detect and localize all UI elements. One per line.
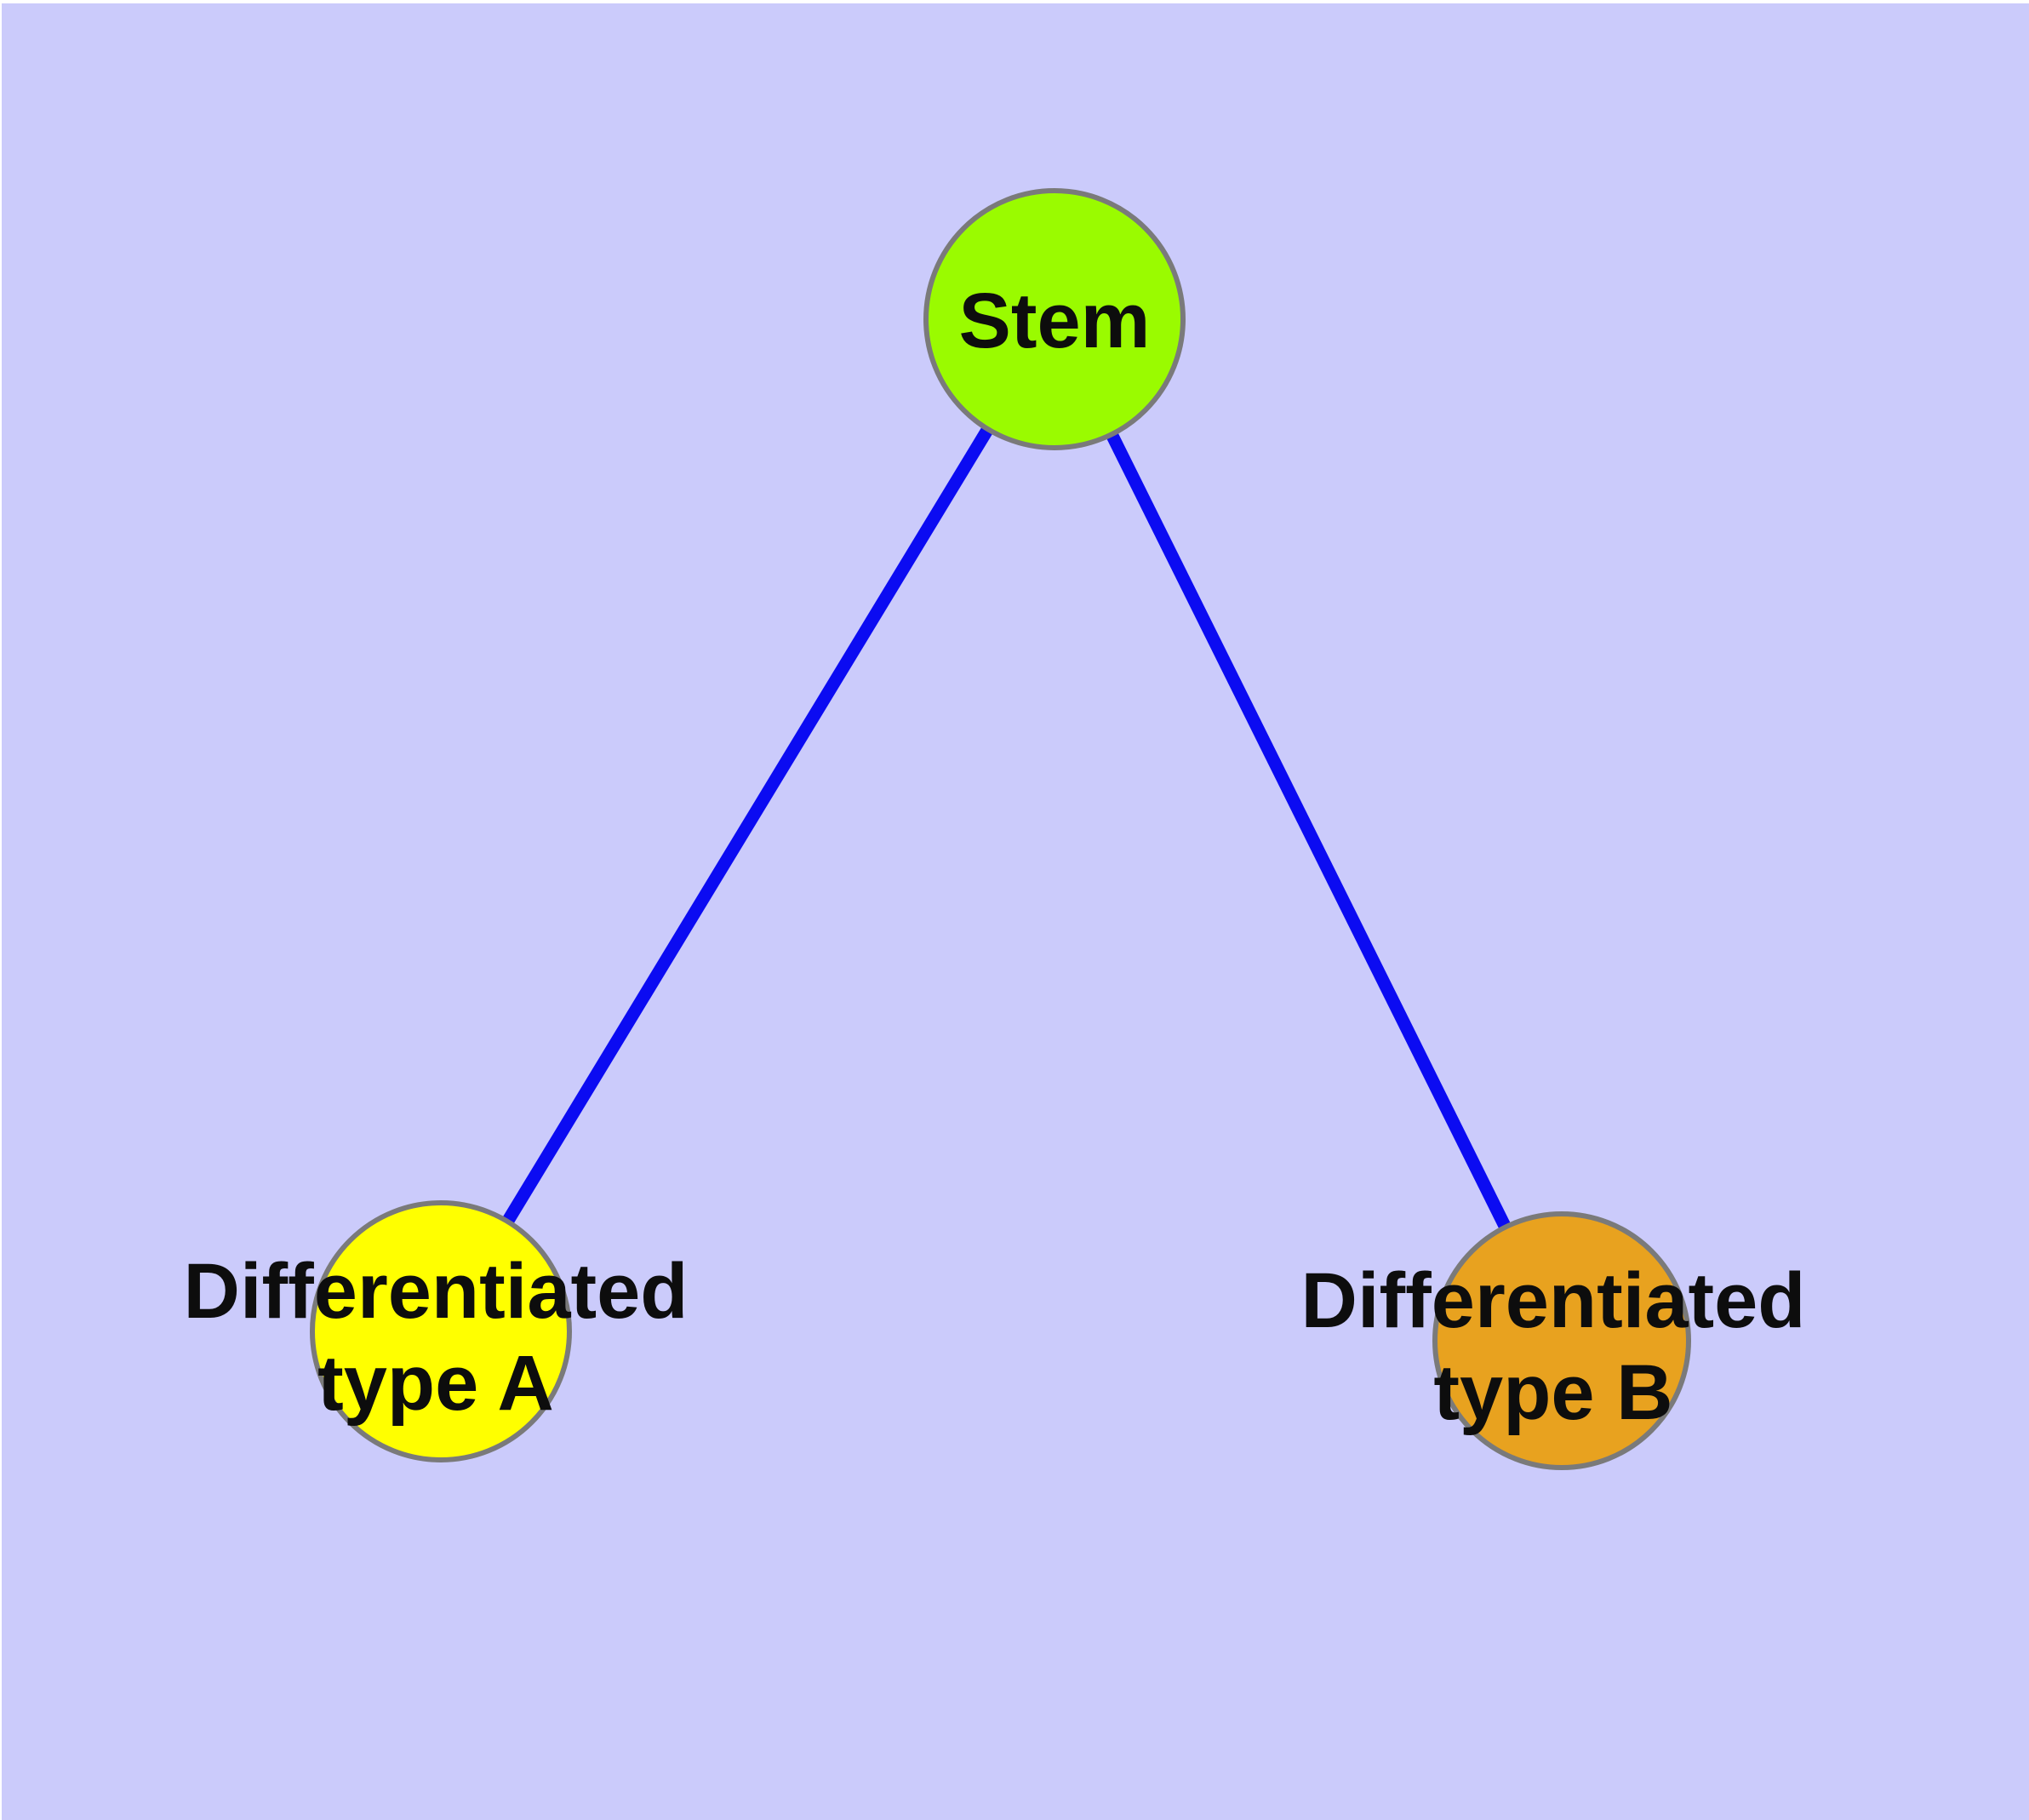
edge-stem-to-type-a [435, 316, 1060, 1335]
node-differentiated-type-b [1432, 1211, 1691, 1470]
node-differentiated-type-a [310, 1200, 572, 1462]
edge-stem-to-type-b [1049, 316, 1568, 1344]
node-stem-label: Stem [959, 278, 1151, 364]
node-type-a-label-line1: Differentiated [184, 1248, 689, 1335]
node-type-b-label-line1: Differentiated [1301, 1257, 1806, 1344]
node-type-b-label-line2: type B [1433, 1349, 1672, 1436]
node-stem [923, 188, 1186, 450]
node-type-a-label-line2: type A [317, 1340, 554, 1427]
